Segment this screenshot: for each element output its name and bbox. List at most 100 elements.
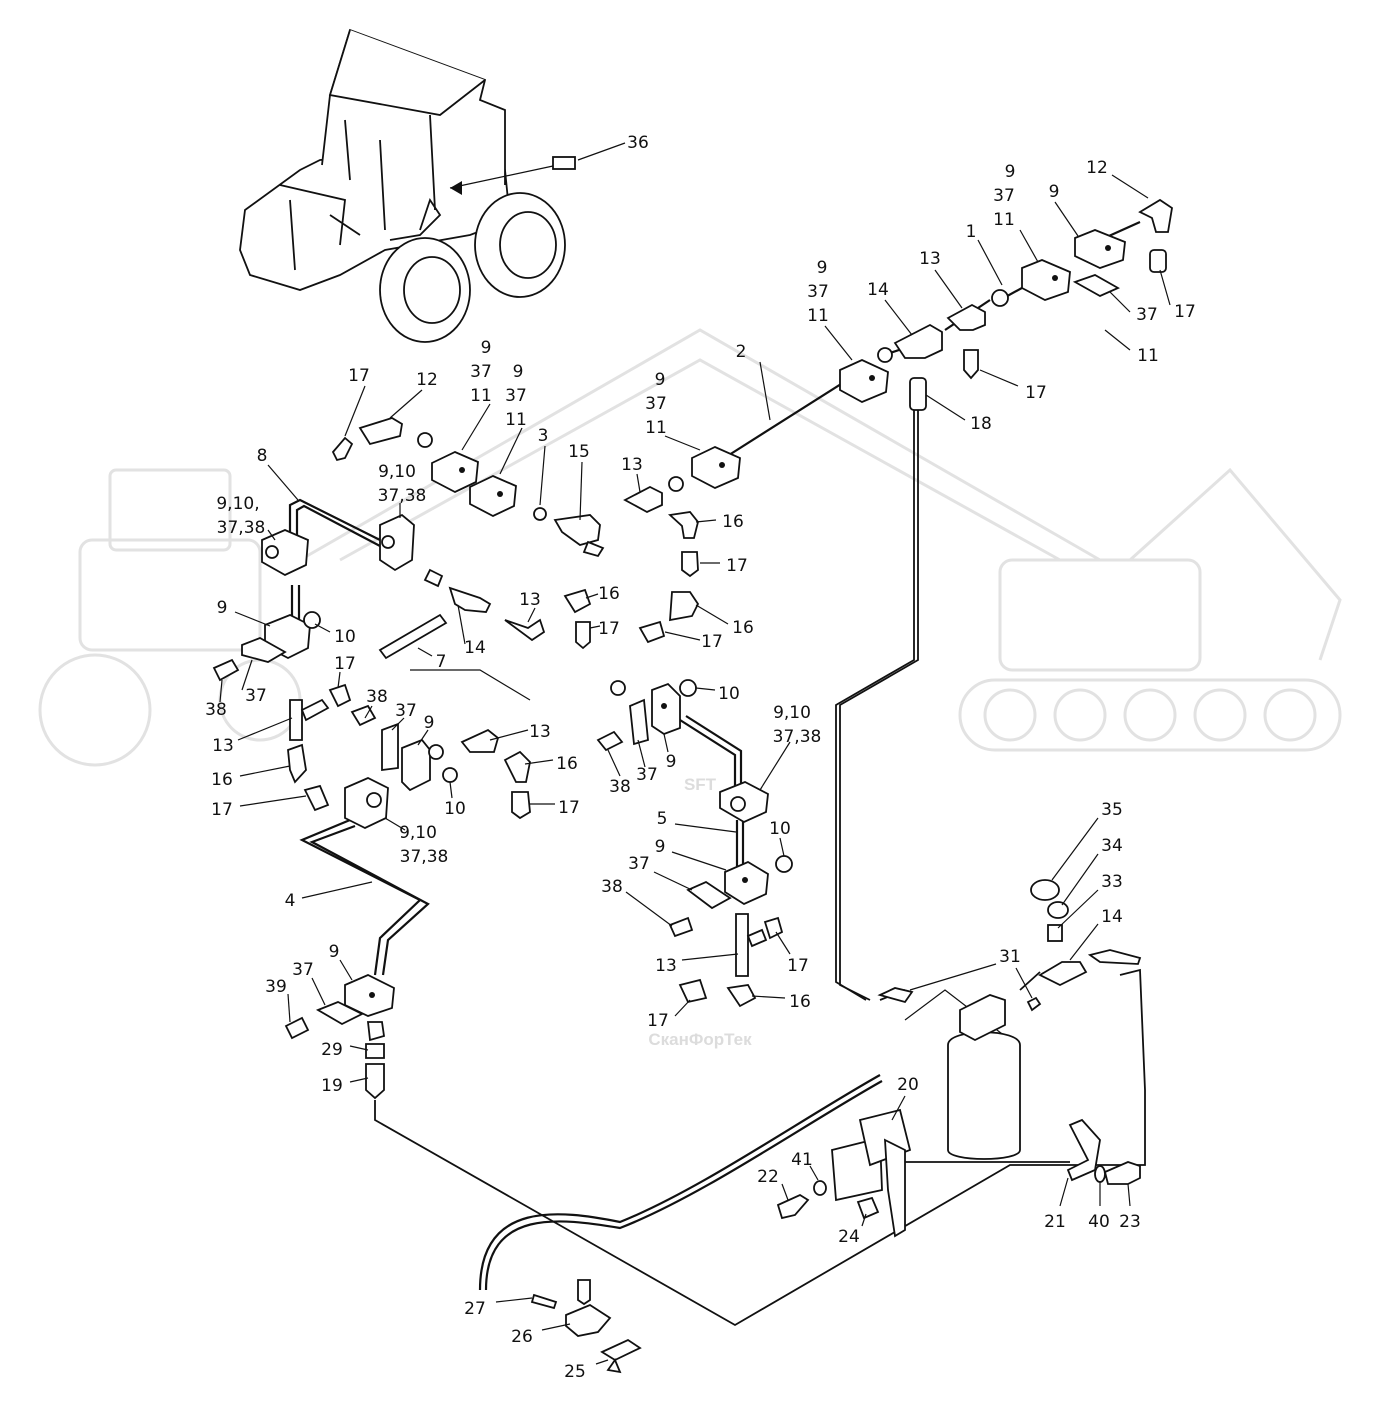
callout-c3738c: 37,38 <box>773 727 822 747</box>
callout-c9k: 9 <box>329 942 340 962</box>
callout-c37g: 37 <box>245 686 267 706</box>
part-block-9-left-lower <box>344 777 389 830</box>
callout-c16f: 16 <box>789 992 811 1012</box>
callout-c38d: 38 <box>601 877 623 897</box>
callout-c910a: 9,10 <box>378 462 416 482</box>
callout-c5: 5 <box>657 809 668 829</box>
part-block-9-left <box>212 611 321 682</box>
callout-c16b: 16 <box>598 584 620 604</box>
callout-c37e: 37 <box>505 386 527 406</box>
callout-c9f: 9 <box>655 370 666 390</box>
callout-c13f: 13 <box>655 956 677 976</box>
leader-lines <box>219 174 1171 1365</box>
callout-c18: 18 <box>970 414 992 434</box>
callout-c25: 25 <box>564 1362 586 1382</box>
callout-c9c: 9 <box>817 258 828 278</box>
part-bolt-22 <box>776 1180 827 1220</box>
callout-c11c: 11 <box>807 306 829 326</box>
callout-c39: 39 <box>265 977 287 997</box>
callout-c14c: 14 <box>1101 907 1123 927</box>
part-tee-13-upper-mid <box>623 476 684 514</box>
callout-c21: 21 <box>1044 1212 1066 1232</box>
watermark: SFT СканФорТек <box>38 328 1342 1049</box>
part-elbow-16-upper <box>668 511 699 578</box>
callout-c37d: 37 <box>470 362 492 382</box>
callout-c13d: 13 <box>212 736 234 756</box>
callout-c3738a: 37,38 <box>378 486 427 506</box>
callout-c17g: 17 <box>334 654 356 674</box>
watermark-excavator-right <box>958 467 1342 752</box>
callout-c16e: 16 <box>556 754 578 774</box>
callout-c17b: 17 <box>1025 383 1047 403</box>
callout-c11d: 11 <box>470 386 492 406</box>
part-block-9-upper-left-a <box>431 451 479 494</box>
callout-c35: 35 <box>1101 800 1123 820</box>
callout-c2: 2 <box>736 342 747 362</box>
callout-c4: 4 <box>285 891 296 911</box>
part-grease-nipple-17-upper-left <box>331 417 433 462</box>
callout-c9d: 9 <box>481 338 492 358</box>
callout-c13b: 13 <box>621 455 643 475</box>
part-block-9-centre-lower <box>350 704 458 792</box>
callout-c9h: 9 <box>424 713 435 733</box>
callout-c9j: 9 <box>655 837 666 857</box>
callout-c11f: 11 <box>645 418 667 438</box>
callout-c37i: 37 <box>636 765 658 785</box>
part-block-9-left-mid-top <box>379 513 415 572</box>
callout-c17a: 17 <box>1174 302 1196 322</box>
callout-c17j: 17 <box>787 956 809 976</box>
callout-c33: 33 <box>1101 872 1123 892</box>
part-block-9-11-upper <box>991 259 1071 307</box>
callout-c36: 36 <box>627 133 649 153</box>
callout-c17i: 17 <box>558 798 580 818</box>
decal-36 <box>552 156 576 170</box>
callout-c910d: 9,10 <box>399 823 437 843</box>
part-tee-15 <box>553 514 605 558</box>
callout-c31: 31 <box>999 947 1021 967</box>
callout-c17k: 17 <box>647 1011 669 1031</box>
callout-c17e: 17 <box>598 619 620 639</box>
callout-c37k: 37 <box>292 960 314 980</box>
callout-c15: 15 <box>568 442 590 462</box>
callout-c3738d: 37,38 <box>400 847 449 867</box>
part-elbow-16-mid <box>638 591 700 644</box>
part-block-9-5 <box>668 855 793 938</box>
part-block-9-mid <box>839 359 889 403</box>
callout-c34: 34 <box>1101 836 1123 856</box>
callout-c11e: 11 <box>505 410 527 430</box>
callout-c24: 24 <box>838 1227 860 1247</box>
callout-c8: 8 <box>257 446 268 466</box>
callout-c20: 20 <box>897 1075 919 1095</box>
callout-c17c: 17 <box>348 366 370 386</box>
callout-c37a: 37 <box>993 186 1015 206</box>
callout-c10c: 10 <box>444 799 466 819</box>
callout-c27: 27 <box>464 1299 486 1319</box>
callout-c37h: 37 <box>395 701 417 721</box>
part-fitting-18 <box>909 377 927 411</box>
part-bracket-20 <box>831 1108 912 1238</box>
callout-c38a: 38 <box>205 700 227 720</box>
callout-c23: 23 <box>1119 1212 1141 1232</box>
part-connector-27 <box>530 1293 558 1310</box>
part-block-9-centre-right <box>596 679 697 752</box>
part-block-9-top-right <box>1072 229 1126 298</box>
callout-c37j: 37 <box>628 854 650 874</box>
callout-c40: 40 <box>1088 1212 1110 1232</box>
part-block-9-bottom-left <box>284 974 395 1100</box>
callout-c9a: 9 <box>1005 162 1016 182</box>
watermark-company-name: СканФорТек <box>648 1030 752 1049</box>
callout-c3: 3 <box>538 426 549 446</box>
part-tee-14-left <box>423 568 492 613</box>
callout-c11b: 11 <box>1137 346 1159 366</box>
part-tee-13-upper <box>946 303 986 380</box>
callout-c10b: 10 <box>718 684 740 704</box>
callout-c1: 1 <box>966 222 977 242</box>
callout-c12a: 12 <box>1086 158 1108 178</box>
part-nut-24 <box>856 1196 880 1220</box>
callout-c16d: 16 <box>211 770 233 790</box>
callout-c38b: 38 <box>366 687 388 707</box>
callout-c37b: 37 <box>1136 305 1158 325</box>
callout-c11a: 11 <box>993 210 1015 230</box>
